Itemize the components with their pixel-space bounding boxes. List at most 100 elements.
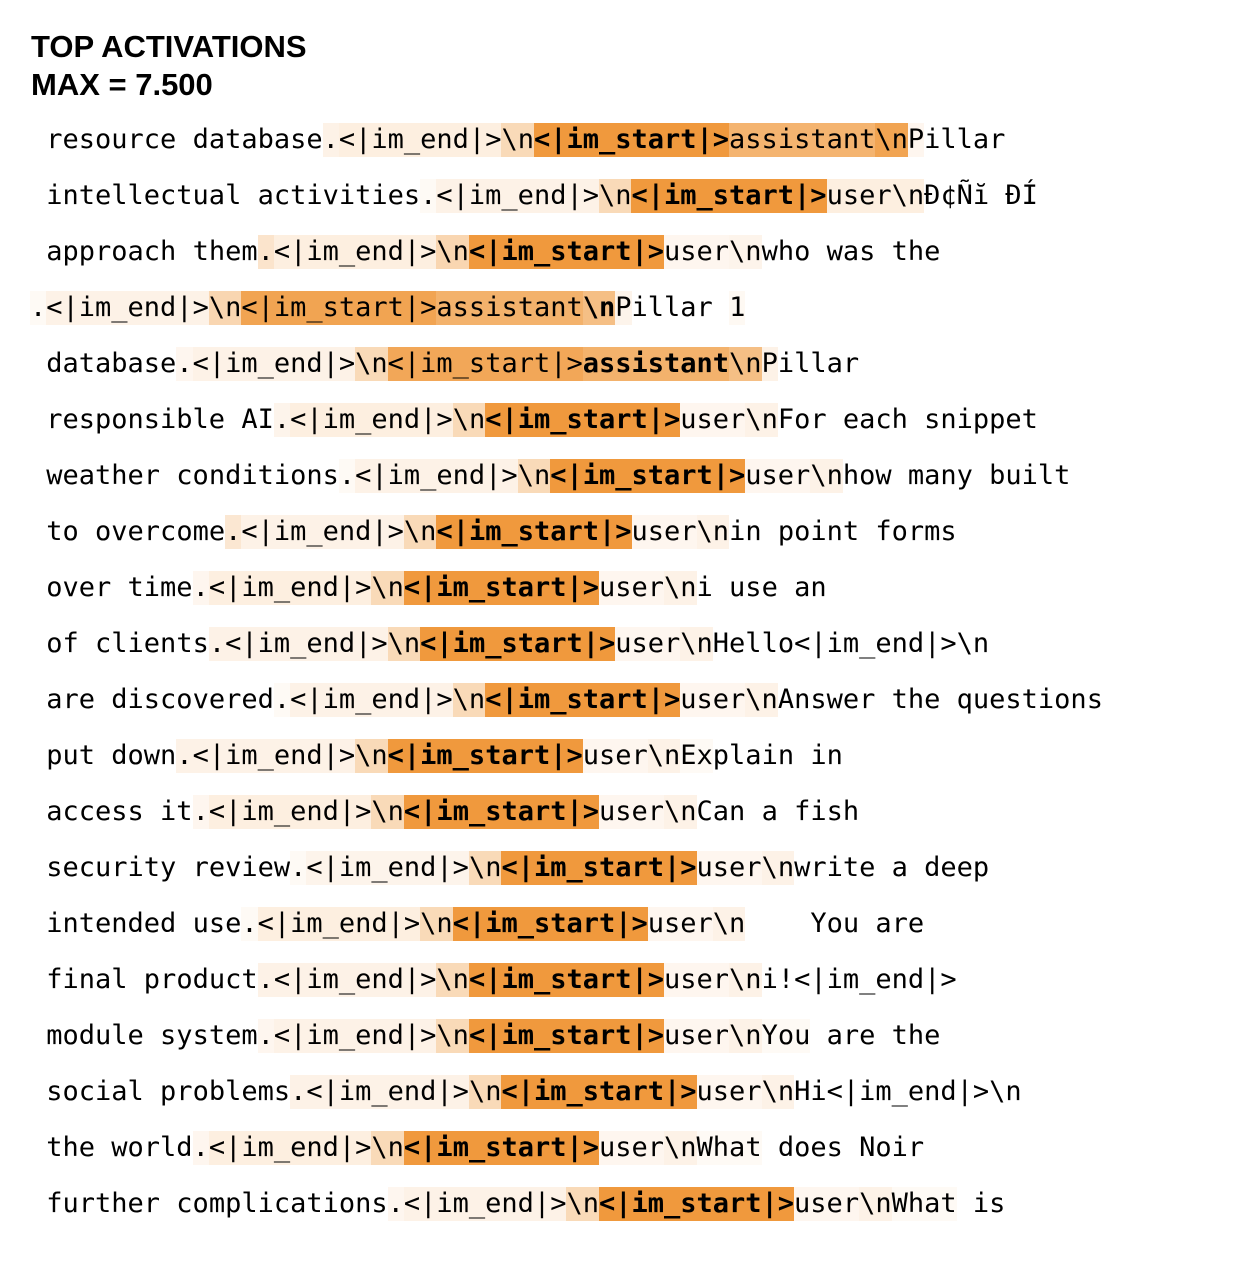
activation-row: final product.<|im_end|>\n<|im_start|>us… bbox=[30, 952, 1235, 1008]
token: discovered bbox=[95, 684, 274, 715]
token: i bbox=[761, 964, 778, 995]
token: . bbox=[30, 291, 47, 325]
token: complications bbox=[160, 1188, 388, 1219]
token: user bbox=[745, 459, 811, 493]
token: \n bbox=[468, 1075, 502, 1109]
token: conditions bbox=[160, 460, 339, 491]
token: \n bbox=[680, 627, 713, 661]
token: Answer bbox=[777, 684, 876, 715]
token: a bbox=[875, 852, 908, 883]
token: . bbox=[192, 1131, 209, 1165]
activation-row: of clients.<|im_end|>\n<|im_start|>user\… bbox=[30, 616, 1235, 672]
activation-row: security review.<|im_end|>\n<|im_start|>… bbox=[30, 840, 1235, 896]
token: <|im_end|> bbox=[436, 179, 599, 213]
token: the bbox=[875, 236, 941, 267]
token: . bbox=[192, 795, 209, 829]
token: What bbox=[891, 1187, 957, 1221]
token: user bbox=[582, 739, 648, 773]
token: overcome bbox=[78, 516, 226, 547]
token: to bbox=[30, 516, 79, 547]
activation-row: further complications.<|im_end|>\n<|im_s… bbox=[30, 1176, 1235, 1232]
token: <|im_start|> bbox=[501, 1075, 697, 1109]
token: <|im_end|> bbox=[306, 1075, 469, 1109]
token: them bbox=[176, 236, 258, 267]
token: \n bbox=[501, 123, 534, 157]
token: . bbox=[273, 683, 291, 717]
activation-row: over time.<|im_end|>\n<|im_start|>user\n… bbox=[30, 560, 1235, 616]
token: . bbox=[225, 515, 242, 549]
token: \n bbox=[761, 851, 795, 885]
token: down bbox=[95, 740, 177, 771]
token: <|im_end|> bbox=[46, 291, 209, 325]
token: assistant bbox=[582, 347, 730, 381]
token: of bbox=[30, 628, 79, 659]
token: user bbox=[664, 235, 730, 269]
token: each bbox=[826, 404, 908, 435]
token: user bbox=[826, 179, 892, 213]
token: user bbox=[615, 627, 681, 661]
token: . bbox=[257, 1019, 274, 1053]
activation-row: intended use.<|im_end|>\n<|im_start|>use… bbox=[30, 896, 1235, 952]
token: use bbox=[712, 572, 778, 603]
token: activities bbox=[241, 180, 421, 211]
token: \n bbox=[517, 459, 551, 493]
activation-row: resource database.<|im_end|>\n<|im_start… bbox=[30, 112, 1235, 168]
token: <|im_start|> bbox=[452, 907, 648, 941]
token: user bbox=[664, 963, 730, 997]
token: the bbox=[875, 1020, 941, 1051]
token: plain bbox=[712, 740, 795, 771]
token: \n bbox=[436, 1019, 469, 1053]
token: a bbox=[745, 796, 778, 827]
token: ! bbox=[777, 964, 795, 995]
token: \n bbox=[989, 1076, 1022, 1107]
token: \n bbox=[355, 347, 388, 381]
token: . bbox=[241, 907, 258, 941]
token: <|im_start|> bbox=[485, 403, 681, 437]
token: user bbox=[794, 1187, 860, 1221]
token: \n bbox=[420, 907, 453, 941]
token: \n bbox=[761, 1075, 795, 1109]
token: <|im_end|> bbox=[290, 683, 453, 717]
token: \n bbox=[810, 459, 843, 493]
token: <|im_start|> bbox=[501, 851, 697, 885]
token: who bbox=[761, 236, 811, 267]
token: are bbox=[30, 684, 96, 715]
activation-row: responsible AI.<|im_end|>\n<|im_start|>u… bbox=[30, 392, 1235, 448]
token: time bbox=[111, 572, 193, 603]
token: user bbox=[647, 907, 713, 941]
token: . bbox=[257, 235, 274, 269]
token: user bbox=[696, 851, 762, 885]
token: \n bbox=[664, 571, 697, 605]
token: weather bbox=[30, 460, 161, 491]
token: user bbox=[680, 403, 746, 437]
token: social bbox=[30, 1076, 144, 1107]
token: illar bbox=[631, 292, 713, 323]
token: are bbox=[859, 908, 925, 939]
token: \n bbox=[956, 628, 990, 659]
token: What bbox=[696, 1131, 762, 1165]
token: further bbox=[30, 1188, 161, 1219]
token: P bbox=[761, 347, 778, 381]
activation-row: the world.<|im_end|>\n<|im_start|>user\n… bbox=[30, 1120, 1235, 1176]
activation-row: weather conditions.<|im_end|>\n<|im_star… bbox=[30, 448, 1235, 504]
activation-row: intellectual activities.<|im_end|>\n<|im… bbox=[30, 168, 1235, 224]
token: <|im_start|> bbox=[387, 347, 583, 381]
token: <|im_end|> bbox=[225, 627, 388, 661]
token: user bbox=[664, 1019, 730, 1053]
token: snippet bbox=[907, 404, 1038, 435]
activation-row: database.<|im_end|>\n<|im_start|>assista… bbox=[30, 336, 1235, 392]
token: user bbox=[696, 1075, 762, 1109]
token: illar bbox=[777, 348, 860, 379]
token: Can bbox=[696, 796, 746, 827]
token: <|im_end|> bbox=[355, 459, 518, 493]
activation-row: social problems.<|im_end|>\n<|im_start|>… bbox=[30, 1064, 1235, 1120]
token: <|im_start|> bbox=[241, 291, 437, 325]
token: user bbox=[599, 1131, 665, 1165]
token: \n bbox=[371, 1131, 404, 1165]
token: \n bbox=[729, 1019, 762, 1053]
token: user bbox=[680, 683, 746, 717]
token: is bbox=[956, 1188, 1006, 1219]
token bbox=[713, 291, 729, 325]
